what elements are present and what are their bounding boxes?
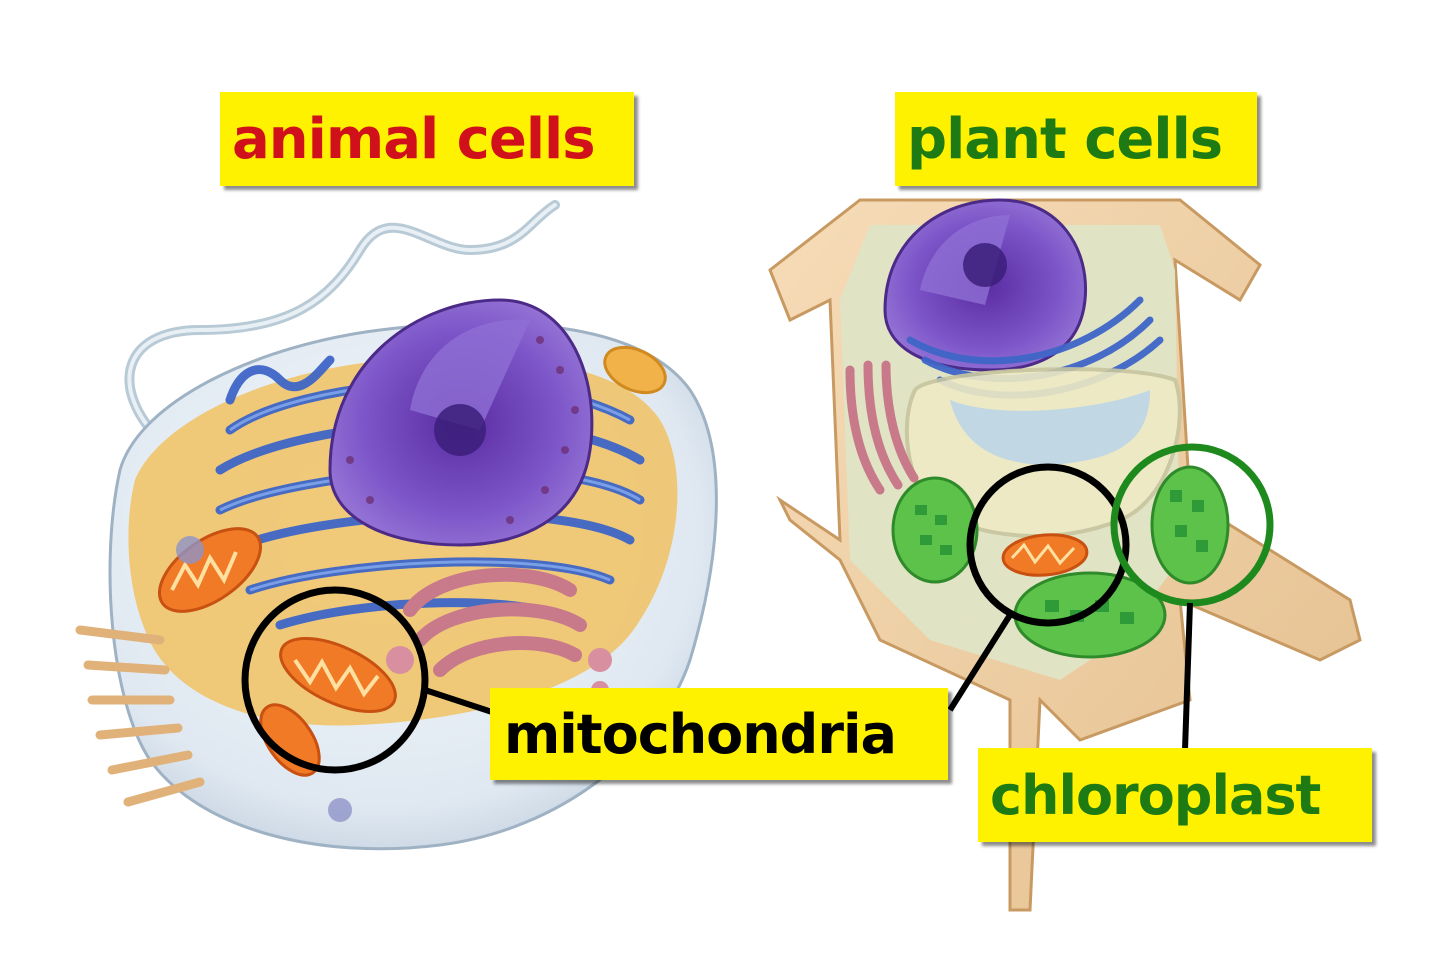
mitochondria-leader-plant	[947, 613, 1013, 712]
plant-mitochondrion	[1001, 533, 1089, 577]
chloroplast-callout-circle	[1110, 443, 1274, 607]
plant-cells-label: plant cells	[895, 92, 1257, 186]
mitochondria-label: mitochondria	[490, 688, 948, 780]
plant-cells-text: plant cells	[907, 106, 1223, 172]
mitochondria-text: mitochondria	[504, 702, 897, 766]
mitochondria-callout-circle-plant	[966, 463, 1130, 627]
plant-chloroplast-1	[891, 476, 979, 584]
plant-golgi	[845, 360, 919, 495]
animal-mitochondrion-3	[259, 703, 321, 777]
animal-cells-label: animal cells	[220, 92, 634, 186]
chloroplast-text: chloroplast	[990, 763, 1321, 827]
animal-mitochondrion-2	[279, 637, 397, 713]
animal-golgi	[403, 567, 587, 677]
animal-cells-text: animal cells	[232, 106, 596, 172]
lysosome	[603, 345, 667, 395]
mitochondria-leader-animal	[424, 687, 493, 715]
plant-chloroplast-3	[1150, 465, 1230, 585]
animal-cell	[75, 200, 718, 851]
mitochondria-callout-circle-animal	[241, 586, 429, 774]
microvilli	[75, 625, 205, 807]
animal-nucleus	[328, 298, 594, 547]
plant-cell	[768, 198, 1362, 912]
chloroplast-label: chloroplast	[978, 748, 1372, 842]
chloroplast-leader	[1182, 602, 1193, 751]
plant-nucleus	[883, 198, 1088, 372]
